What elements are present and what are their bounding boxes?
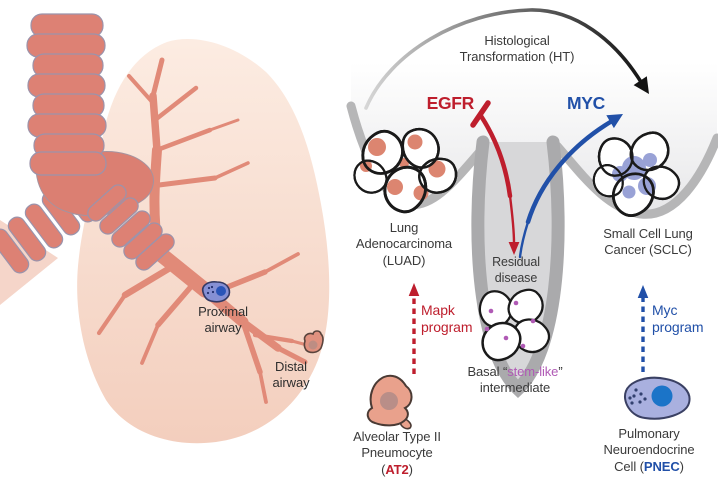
pnec-abbr: PNEC — [643, 458, 680, 474]
basal-prefix: Basal “ — [467, 364, 508, 379]
transformation-landscape — [346, 8, 718, 430]
luad-label: Lung Adenocarcinoma (LUAD) — [355, 220, 453, 268]
residual-disease-label: Residual disease — [492, 255, 540, 285]
at2-cell-icon — [366, 374, 413, 430]
myc-program-arrow — [637, 285, 649, 372]
myc-program-label: Myc program — [652, 302, 704, 335]
basal-intermediate-icon — [473, 281, 553, 369]
egfr-label: EGFR — [426, 93, 475, 113]
proximal-pnec-cell-icon — [201, 281, 231, 303]
at2-paren-open: ( — [381, 461, 386, 477]
at2-cell-label: Alveolar Type II Pneumocyte (AT2) — [337, 429, 457, 478]
at2-paren-close: ) — [408, 461, 413, 477]
distal-airway-label: Distal airway — [272, 359, 310, 391]
basal-line2: intermediate — [479, 380, 551, 396]
sclc-tumor-icon — [586, 124, 682, 223]
egfr-inhibition-arrow — [470, 100, 520, 255]
proximal-airway-label: Proximal airway — [198, 304, 248, 336]
ht-arc-label: Histological Transformation (HT) — [459, 33, 575, 65]
sclc-label: Small Cell Lung Cancer (SCLC) — [603, 226, 693, 258]
basal-suffix: ” — [558, 364, 563, 379]
right-bronchus — [87, 184, 175, 271]
luad-tumor-icon — [347, 120, 465, 215]
trachea — [26, 13, 107, 176]
mapk-program-label: Mapk program — [421, 302, 473, 335]
pnec-line3-suffix: ) — [679, 458, 684, 474]
pnec-line1: Pulmonary — [618, 426, 680, 441]
pnec-line2: Neuroendocrine — [603, 442, 695, 458]
at2-line2: Pneumocyte — [361, 445, 433, 461]
at2-abbr: AT2 — [385, 461, 409, 477]
at2-line1: Alveolar Type II — [353, 429, 441, 444]
pnec-cell-label: Pulmonary Neuroendocrine Cell (PNEC) — [584, 426, 714, 475]
basal-intermediate-label: Basal “stem-like” intermediate — [440, 364, 590, 397]
myc-activation-arrow — [518, 114, 623, 259]
airway-tree — [96, 57, 309, 404]
mapk-program-arrow — [408, 283, 420, 374]
pnec-cell-icon — [624, 376, 691, 420]
ht-arc-arrow — [364, 8, 649, 110]
pnec-line3-prefix: Cell ( — [614, 458, 644, 474]
distal-at2-cell-icon — [303, 330, 324, 354]
basal-stem-like: stem-like — [507, 364, 559, 379]
myc-label: MYC — [567, 93, 605, 113]
lung-illustration — [0, 13, 330, 444]
